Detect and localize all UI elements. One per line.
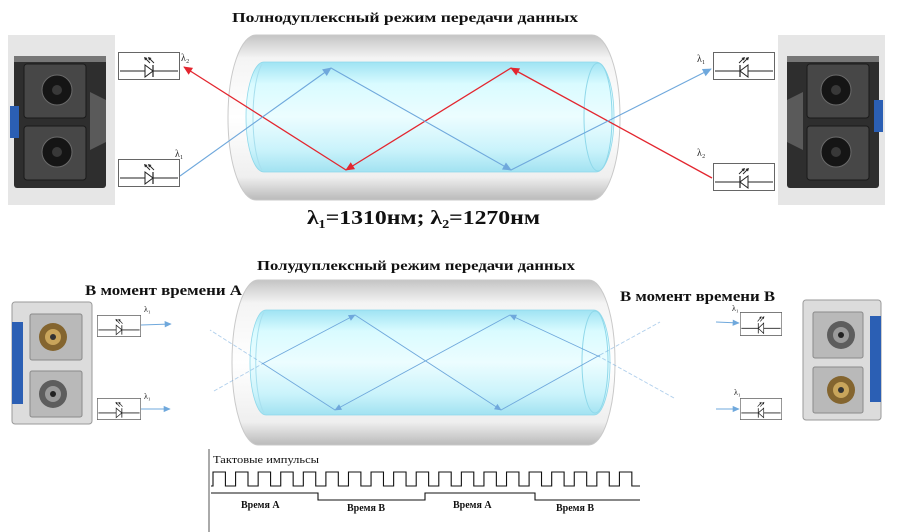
blue-ray-segment [179, 67, 332, 177]
left-bottom-wavelength-label: λ₁ [175, 149, 183, 160]
blue-ray-segment [354, 314, 502, 411]
blue-ray-outside [599, 321, 661, 356]
led-diode-icon [713, 52, 775, 80]
led-diode-icon [118, 52, 180, 80]
led-diode-icon [740, 312, 782, 336]
time-slot-wave [211, 492, 640, 501]
full-duplex-title: Полнодуплексный режим передачи данных [232, 11, 578, 26]
right-top-wavelength-label: λ₁ [732, 304, 739, 313]
module-tab [12, 322, 23, 404]
blue-ray-outside [209, 329, 263, 364]
led-diode-icon [740, 398, 782, 420]
blue-ray-segment [510, 68, 712, 171]
right-sfp-module-icon [778, 35, 885, 205]
fiber-core-end [581, 310, 609, 414]
clock-pulse-wave [211, 471, 640, 487]
time-slot-label: Время В [556, 503, 594, 514]
blue-ray-outside [599, 356, 675, 399]
half-duplex-fiber [231, 279, 616, 446]
module-tab [870, 316, 881, 402]
right-top-wavelength-label: λ₁ [697, 54, 705, 65]
time-slot-label: Время В [347, 503, 385, 514]
led-diode-icon [97, 398, 141, 420]
blue-ray-segment [500, 354, 601, 411]
fiber-core [245, 61, 615, 173]
blue-ray-segment [334, 314, 511, 411]
half-duplex-title: Полудуплексный режим передачи данных [257, 259, 575, 274]
right-bidi-module-icon [802, 299, 882, 421]
clock-label: Тактовые импульсы [213, 455, 319, 466]
module-tab [10, 106, 19, 138]
blue-ray-segment [261, 362, 336, 411]
left-sfp-module-icon [8, 35, 115, 205]
left-bottom-wavelength-label: λ₁ [144, 392, 151, 401]
time-slot-label: Время А [241, 500, 280, 511]
receive-arrow [715, 319, 740, 326]
led-diode-icon [713, 163, 775, 191]
red-ray-segment [345, 67, 512, 171]
fiber-core-end [583, 62, 613, 172]
red-ray-segment [183, 66, 347, 171]
fiber-core [249, 309, 611, 416]
left-top-wavelength-label: λ₂ [181, 53, 189, 64]
right-bottom-wavelength-label: λ₁ [734, 388, 741, 397]
emit-arrow [140, 321, 172, 328]
blue-ray-segment [330, 67, 512, 171]
led-diode-icon [97, 315, 141, 337]
moment-b-label: В момент времени В [620, 289, 775, 305]
full-duplex-fiber [227, 34, 621, 201]
right-bottom-wavelength-label: λ₂ [697, 148, 705, 159]
led-diode-icon [118, 159, 180, 187]
time-slot-label: Время А [453, 500, 492, 511]
blue-ray-outside [213, 363, 263, 392]
wavelength-values: λ₁=1310нм; λ₂=1270нм [307, 207, 540, 229]
timing-diagram: Тактовые импульсы Время А Время В Время … [207, 447, 641, 532]
left-bidi-module-icon [11, 301, 93, 425]
module-tab [874, 100, 883, 132]
left-top-wavelength-label: λ₁ [144, 305, 151, 314]
blue-ray-segment [261, 314, 356, 365]
red-ray-segment [510, 67, 713, 179]
blue-ray-segment [509, 314, 601, 358]
moment-a-label: В момент времени А [85, 283, 242, 299]
